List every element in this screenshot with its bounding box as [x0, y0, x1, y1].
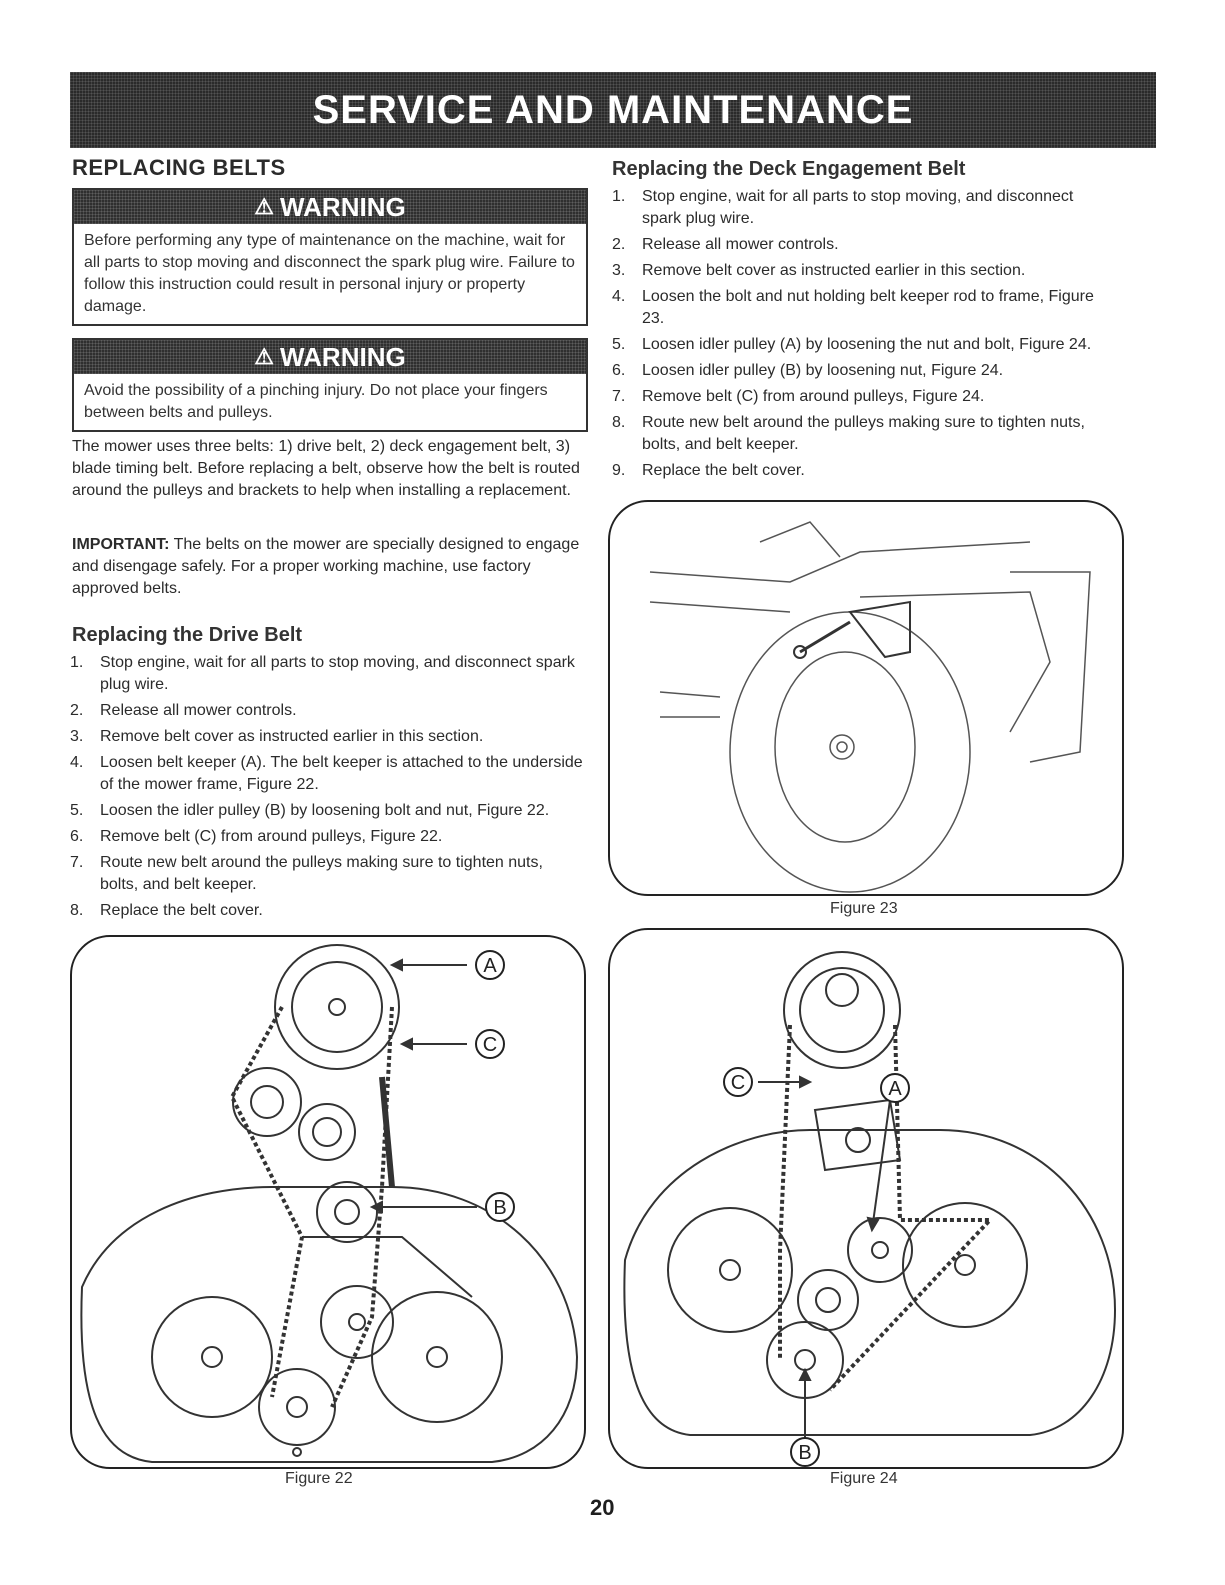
list-item: 9.Replace the belt cover. — [612, 462, 805, 479]
list-item: 7.Remove belt (C) from around pulleys, F… — [612, 388, 985, 405]
figure-24-caption: Figure 24 — [830, 1470, 898, 1487]
callout-label-b: B — [493, 1197, 506, 1219]
warning-header: ⚠ WARNING — [74, 340, 586, 374]
important-paragraph: IMPORTANT: The belts on the mower are sp… — [72, 534, 584, 600]
callout-label-c: C — [731, 1072, 745, 1094]
figure-23-illustration — [649, 521, 1091, 893]
warning-header: ⚠ WARNING — [74, 190, 586, 224]
list-item: 7.Route new belt around the pulleys maki… — [70, 854, 543, 893]
list-item: 2.Release all mower controls. — [612, 236, 839, 253]
list-item: 4.Loosen the bolt and nut holding belt k… — [612, 288, 1094, 327]
figure-23-caption: Figure 23 — [830, 900, 898, 917]
figure-22-illustration: A C B — [80, 944, 579, 1463]
list-item: 6.Remove belt (C) from around pulleys, F… — [70, 828, 443, 845]
figure-22-caption: Figure 22 — [285, 1470, 353, 1487]
list-item: 1.Stop engine, wait for all parts to sto… — [612, 188, 1074, 227]
important-text: The belts on the mower are specially des… — [72, 536, 580, 597]
warning-text: Before performing any type of maintenanc… — [84, 232, 575, 315]
list-item: 3.Remove belt cover as instructed earlie… — [70, 728, 484, 745]
section-banner: SERVICE AND MAINTENANCE — [70, 72, 1156, 148]
warning-label: WARNING — [280, 341, 406, 372]
warning-box-pinching: ⚠ WARNING Avoid the possibility of a pin… — [72, 338, 588, 432]
drive-belt-heading: Replacing the Drive Belt — [72, 624, 303, 646]
list-item: 8.Route new belt around the pulleys maki… — [612, 414, 1085, 453]
figure-23-belt-keeper-diagram — [608, 500, 1124, 896]
page-number: 20 — [590, 1495, 615, 1520]
warning-box-maintenance: ⚠ WARNING Before performing any type of … — [72, 188, 588, 326]
list-item: 5.Loosen the idler pulley (B) by looseni… — [70, 802, 550, 819]
important-label: IMPORTANT: — [72, 536, 170, 553]
list-item: 1.Stop engine, wait for all parts to sto… — [70, 654, 575, 693]
drive-belt-steps: 1.Stop engine, wait for all parts to sto… — [64, 652, 584, 926]
banner-title: SERVICE AND MAINTENANCE — [312, 87, 914, 132]
section-heading: REPLACING BELTS — [72, 155, 286, 180]
warning-triangle-icon: ⚠ — [254, 344, 275, 369]
warning-text: Avoid the possibility of a pinching inju… — [84, 382, 548, 421]
callout-label-b: B — [798, 1442, 811, 1464]
warning-triangle-icon: ⚠ — [254, 194, 275, 219]
figure-24-deck-belt-diagram: C A B — [608, 928, 1124, 1469]
callout-label-c: C — [483, 1034, 497, 1056]
list-item: 6.Loosen idler pulley (B) by loosening n… — [612, 362, 1004, 379]
list-item: 4.Loosen belt keeper (A). The belt keepe… — [70, 754, 583, 793]
intro-paragraph: The mower uses three belts: 1) drive bel… — [72, 438, 580, 499]
list-item: 5.Loosen idler pulley (A) by loosening t… — [612, 336, 1092, 353]
warning-label: WARNING — [280, 191, 406, 222]
figure-24-illustration: C A B — [623, 951, 1117, 1467]
deck-belt-steps: 1.Stop engine, wait for all parts to sto… — [606, 186, 1116, 486]
callout-label-a: A — [888, 1078, 902, 1100]
callout-label-a: A — [483, 955, 497, 977]
list-item: 2.Release all mower controls. — [70, 702, 297, 719]
list-item: 8.Replace the belt cover. — [70, 902, 263, 919]
figure-22-drive-belt-diagram: A C B — [70, 935, 586, 1469]
deck-belt-heading: Replacing the Deck Engagement Belt — [612, 158, 966, 180]
list-item: 3.Remove belt cover as instructed earlie… — [612, 262, 1026, 279]
